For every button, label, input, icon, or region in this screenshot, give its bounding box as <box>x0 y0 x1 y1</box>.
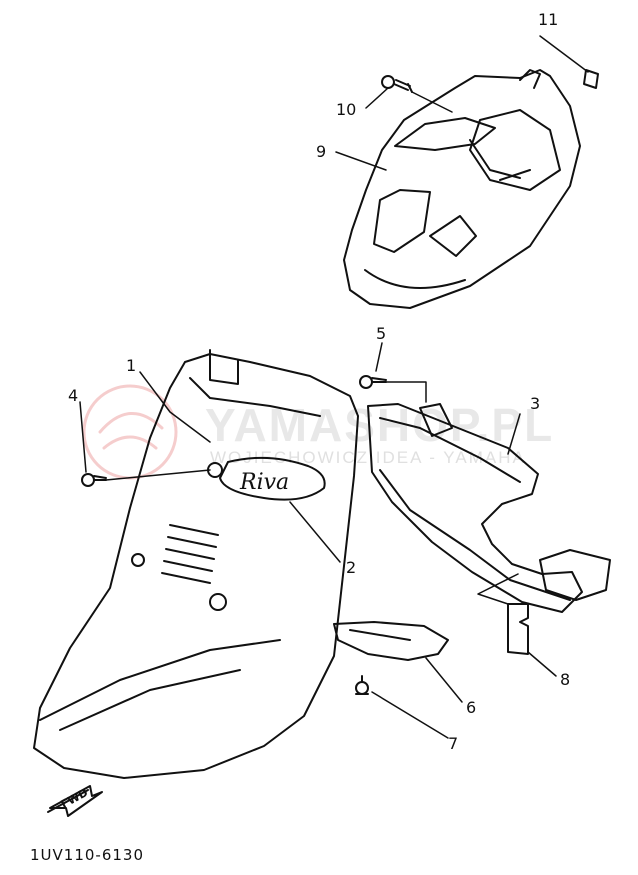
callout-5: 5 <box>376 324 387 343</box>
callout-2: 2 <box>346 558 357 577</box>
part-2-emblem <box>219 456 326 501</box>
callout-1: 1 <box>126 356 137 375</box>
callout-10: 10 <box>336 100 357 119</box>
part-1-leg-shield <box>33 349 359 779</box>
callout-8: 8 <box>560 670 571 689</box>
emblem-text: Riva <box>240 470 290 495</box>
part-6-bracket <box>333 621 449 661</box>
part-3-inner-panel <box>367 403 611 613</box>
fwd-arrow-icon <box>47 785 103 817</box>
part-9-rear-fender <box>343 69 581 309</box>
callout-7: 7 <box>448 734 459 753</box>
diagram-code: 1UV110-6130 <box>30 846 145 864</box>
callout-3: 3 <box>530 394 541 413</box>
part-7-screw-icon <box>355 675 369 695</box>
part-11-clip-icon <box>583 69 599 89</box>
watermark-logo-icon <box>82 384 178 480</box>
callout-6: 6 <box>466 698 477 717</box>
callout-11: 11 <box>538 10 559 29</box>
leader-lines <box>79 35 589 739</box>
callout-4: 4 <box>68 386 79 405</box>
part-4-screw-icon <box>81 473 107 487</box>
watermark-subtext: WOJIECHOWICZ IDEA - YAMAHA <box>210 448 526 467</box>
part-8-plate-icon <box>507 603 529 655</box>
part-5-screw-icon <box>359 375 387 389</box>
callout-9: 9 <box>316 142 327 161</box>
